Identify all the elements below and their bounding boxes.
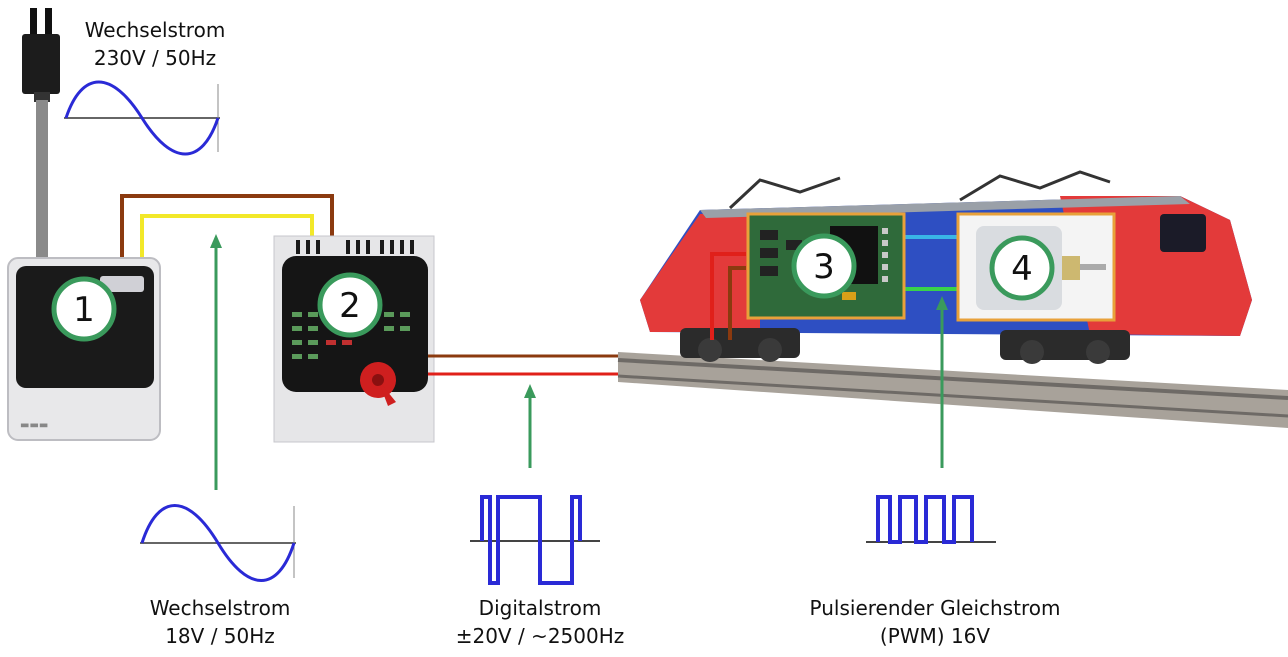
motor-signal-line1: Pulsierender Gleichstrom [809,596,1061,620]
mains-label-line2: 230V / 50Hz [93,46,217,70]
track-wires [428,354,620,376]
motor-signal-label: Pulsierender Gleichstrom (PWM) 16V [770,594,1100,650]
track-signal-label: Digitalstrom ±20V / ~2500Hz [420,594,660,650]
track-signal-line2: ±20V / ~2500Hz [455,624,625,648]
mains-sine-waveform [64,80,220,156]
decoder-badge: 3 [791,233,857,299]
control-unit-device [273,235,435,443]
mains-label: Wechselstrom 230V / 50Hz [60,16,250,72]
ac-sine-waveform [140,504,296,582]
svg-text:1: 1 [73,290,95,330]
power-plug-icon [22,8,60,260]
transformer-output-label: Wechselstrom 18V / 50Hz [120,594,320,650]
transformer-device: ▬▬▬ [7,257,161,441]
svg-text:3: 3 [813,247,835,287]
signal-arrows [210,234,948,490]
motor-badge: 4 [989,235,1055,301]
svg-text:2: 2 [339,286,361,326]
mains-label-line1: Wechselstrom [84,18,226,42]
transformer-badge: 1 [51,276,117,342]
svg-text:4: 4 [1011,249,1033,289]
digital-square-waveform [470,495,600,585]
control-unit-badge: 2 [317,272,383,338]
pwm-waveform [866,495,996,544]
transformer-output-line2: 18V / 50Hz [165,624,275,648]
transformer-output-line1: Wechselstrom [149,596,291,620]
locomotive-photo [617,170,1288,428]
svg-text:▬▬▬: ▬▬▬ [20,420,48,431]
track-signal-line1: Digitalstrom [478,596,602,620]
motor-signal-line2: (PWM) 16V [879,624,991,648]
